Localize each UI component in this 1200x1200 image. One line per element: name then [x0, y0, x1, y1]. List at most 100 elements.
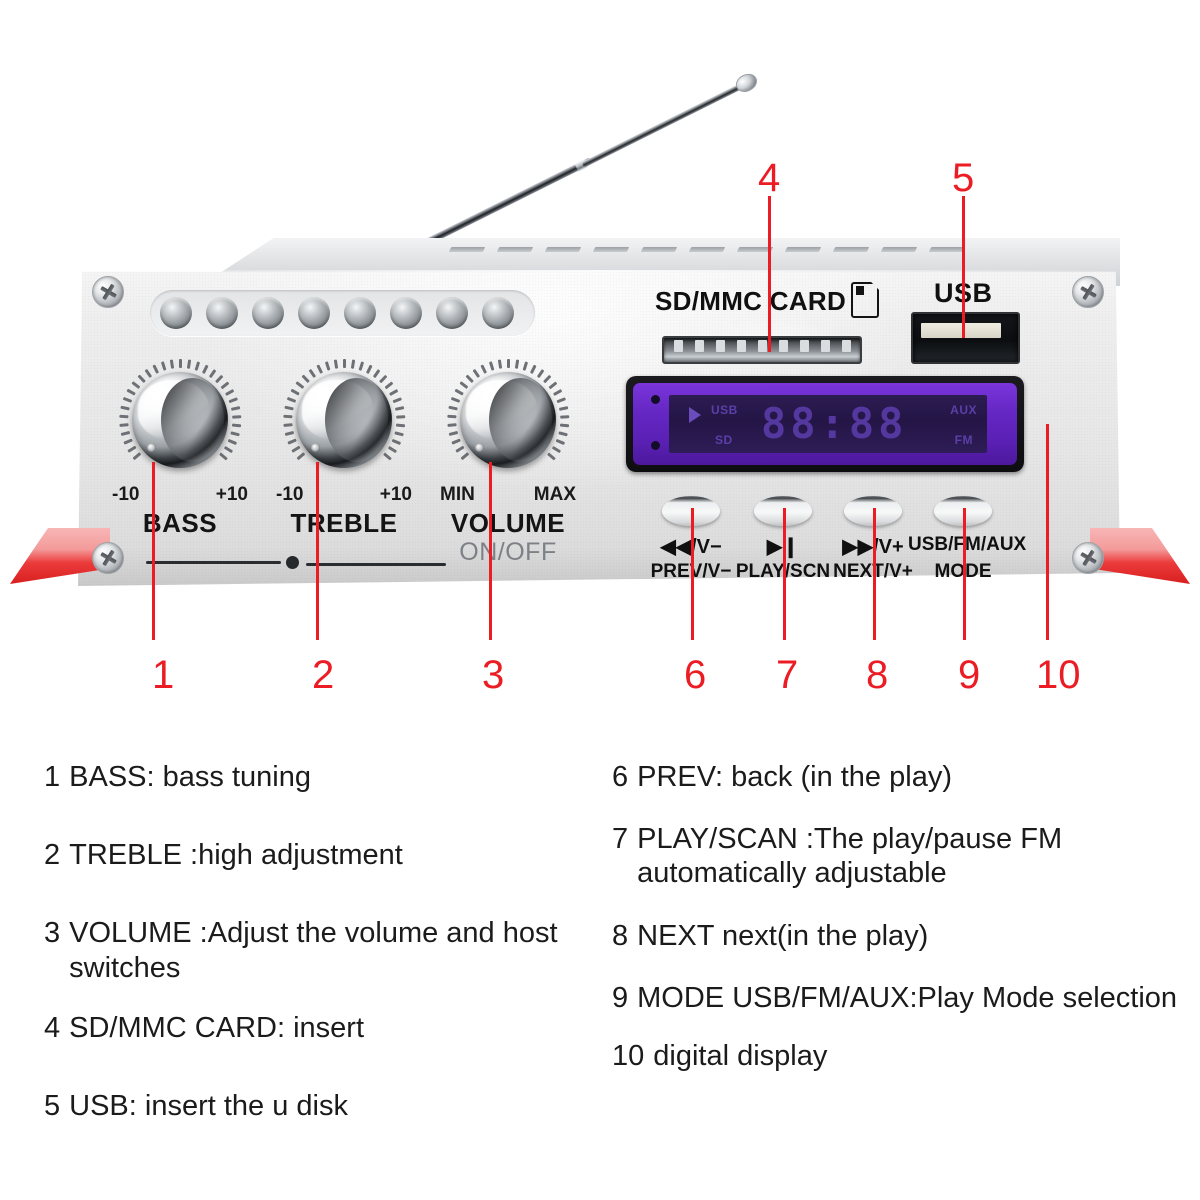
- knob-bass[interactable]: -10 +10 BASS: [110, 358, 250, 538]
- vent-slot: [496, 247, 534, 252]
- callout-leader-line: [963, 508, 966, 640]
- screw-bottom-left: [92, 542, 124, 574]
- knob-tick: [291, 445, 301, 453]
- knob-tick: [122, 397, 133, 403]
- legend-entry-number: 2: [44, 839, 61, 872]
- knob-tick: [451, 438, 461, 445]
- screw-top-left: [92, 276, 124, 308]
- knob-tick: [230, 406, 241, 411]
- knob-tick: [316, 364, 323, 374]
- vent-slot: [832, 247, 870, 252]
- knob-tick: [392, 397, 402, 403]
- knob-tick: [283, 423, 293, 427]
- knob-treble-max: +10: [379, 484, 412, 505]
- legend-entry-number: 1: [44, 761, 61, 793]
- led-indicator: [482, 297, 514, 329]
- knob-treble-dial[interactable]: [296, 372, 392, 468]
- callout-leader-line: [691, 508, 694, 640]
- knob-tick: [179, 359, 182, 368]
- knob-tick: [308, 369, 316, 378]
- knob-tick: [379, 374, 388, 384]
- vent-slot: [688, 247, 726, 252]
- knob-tick: [358, 361, 364, 371]
- knob-tick: [543, 374, 552, 384]
- knob-tick: [454, 388, 464, 396]
- sd-slot-pin: [842, 340, 851, 352]
- knob-tick: [472, 369, 480, 378]
- knob-tick: [497, 359, 502, 369]
- knob-tick: [391, 438, 402, 445]
- knob-pointer: [311, 443, 321, 453]
- legend-entry-number: 8: [612, 919, 629, 952]
- knob-tick: [559, 423, 570, 427]
- callout-leader-line: [1046, 424, 1049, 640]
- telescopic-antenna[interactable]: [411, 53, 798, 253]
- knob-tick: [232, 415, 242, 419]
- button-mode-glyph: USB/FM/AUX: [908, 534, 1027, 555]
- led-indicator: [206, 297, 238, 329]
- knob-treble-label: TREBLE: [290, 508, 398, 538]
- knob-volume-dial[interactable]: [460, 372, 556, 468]
- knob-tick: [558, 406, 569, 411]
- callout-leader-line: [783, 508, 786, 640]
- callout-number-8: 8: [866, 653, 889, 697]
- button-play-scan-glyph: ▶❙: [728, 534, 838, 559]
- knob-tick: [220, 381, 230, 390]
- knob-tick: [556, 397, 566, 403]
- knob-tick: [465, 374, 474, 384]
- knob-tick: [127, 445, 137, 453]
- knob-tick: [548, 381, 558, 390]
- callout-number-5: 5: [952, 156, 975, 200]
- knob-tick: [536, 369, 545, 378]
- led-indicator: [298, 297, 330, 329]
- knob-tick: [394, 431, 404, 437]
- legend-entry-number: 7: [612, 823, 629, 856]
- legend-entry-number: 9: [612, 981, 629, 1014]
- knob-tick: [284, 431, 295, 437]
- vent-slot: [640, 247, 678, 252]
- sd-slot-pin: [758, 340, 767, 352]
- led-indicator: [160, 297, 192, 329]
- knob-tick: [119, 423, 129, 427]
- knob-tick: [394, 406, 405, 411]
- knob-tick: [228, 397, 238, 403]
- knob-bass-label: BASS: [142, 508, 218, 538]
- knob-tick: [365, 364, 373, 374]
- knob-crescent: [324, 377, 389, 463]
- antenna-segment-upper: [581, 81, 746, 168]
- knob-tick: [194, 361, 200, 371]
- callout-number-10: 10: [1036, 653, 1081, 697]
- knob-tick: [560, 415, 570, 419]
- knob-tick: [123, 438, 133, 445]
- callout-leader-line: [152, 462, 155, 640]
- legend-entry-number: 6: [612, 761, 629, 793]
- ir-line-right: [306, 563, 446, 566]
- digital-display: USB SD 88:88 AUX FM: [626, 376, 1024, 472]
- knob-tick: [120, 431, 131, 437]
- legend-entry-text: USB: insert the u disk: [69, 1090, 348, 1123]
- knob-tick: [529, 364, 537, 374]
- knob-bass-dial[interactable]: [132, 372, 228, 468]
- knob-treble-scale: -10 +10: [274, 484, 414, 505]
- display-screen: USB SD 88:88 AUX FM: [669, 395, 987, 453]
- sd-card-icon: [851, 282, 879, 318]
- usb-port[interactable]: [911, 312, 1020, 364]
- display-indicator-usb: USB: [711, 403, 738, 417]
- callout-number-2: 2: [312, 653, 335, 697]
- knob-treble-ticks: [282, 358, 406, 482]
- knob-tick: [287, 438, 297, 445]
- led-indicator-row: [150, 290, 535, 336]
- callout-number-7: 7: [776, 653, 799, 697]
- knob-tick: [227, 438, 238, 445]
- knob-treble[interactable]: -10 +10 TREBLE: [274, 358, 414, 538]
- knob-volume[interactable]: MIN MAX VOLUME ON/OFF: [438, 358, 578, 566]
- knob-tick: [215, 374, 224, 384]
- sd-card-slot[interactable]: [662, 336, 862, 364]
- sd-slot-pin: [821, 340, 830, 352]
- knob-volume-min: MIN: [440, 484, 475, 505]
